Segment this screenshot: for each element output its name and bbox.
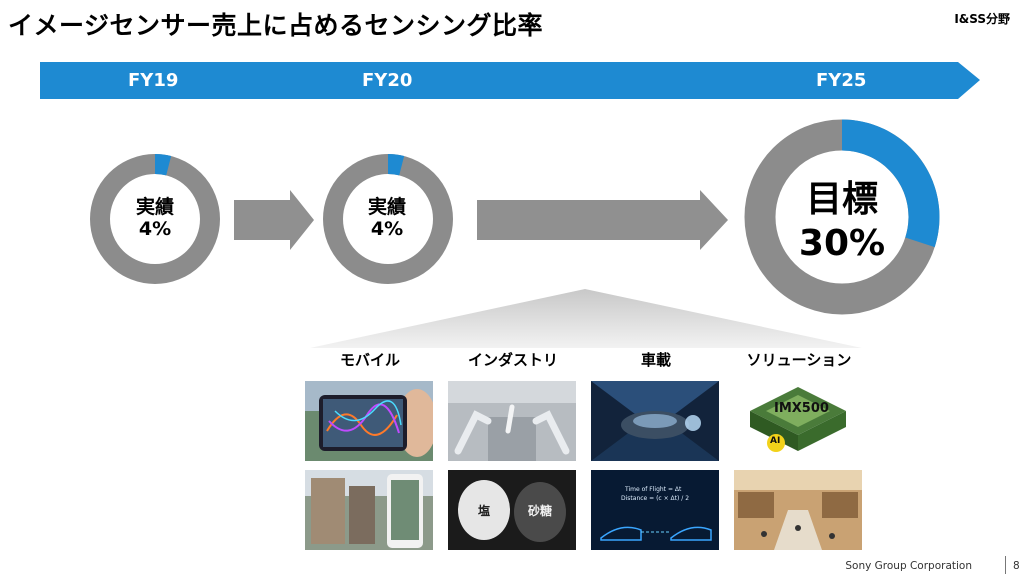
donut-fy20-caption: 実績 bbox=[367, 196, 406, 218]
category-solution: ソリューション bbox=[746, 351, 852, 369]
shopping-mall-image bbox=[734, 470, 862, 550]
donut-fy25-center: 目標 30% bbox=[772, 178, 912, 266]
footer-divider bbox=[1005, 556, 1006, 574]
expansion-fan bbox=[310, 289, 862, 348]
timeline-arrow bbox=[40, 62, 980, 99]
fy20-label: FY20 bbox=[362, 70, 413, 91]
smartphone-ar-image bbox=[305, 381, 433, 461]
page-title: イメージセンサー売上に占めるセンシング比率 bbox=[8, 11, 544, 40]
donut-fy20 bbox=[323, 154, 453, 284]
tof-line-2: Distance = (c × Δt) / 2 bbox=[621, 495, 690, 502]
category-mobile: モバイル bbox=[339, 351, 400, 369]
donut-fy25 bbox=[744, 119, 940, 315]
category-automotive: 車載 bbox=[640, 351, 671, 369]
donut-ring-sensing-share bbox=[154, 154, 172, 176]
fy25-label: FY25 bbox=[816, 70, 867, 91]
donut-fy19 bbox=[90, 154, 220, 284]
factory-robot-arms-image bbox=[448, 381, 576, 461]
division-label: I&SS分野 bbox=[954, 12, 1010, 26]
category-industry: インダストリ bbox=[467, 351, 558, 369]
sugar-salt-inspection-image: 塩 砂糖 bbox=[448, 470, 576, 550]
donut-ring-sensing-share bbox=[841, 119, 940, 248]
donut-fy20-center: 実績 4% bbox=[352, 196, 422, 241]
time-of-flight-image: Time of Flight = Δt Distance = (c × Δt) … bbox=[591, 470, 719, 550]
donut-fy19-value: 4% bbox=[138, 217, 172, 240]
donut-fy19-caption: 実績 bbox=[135, 196, 174, 218]
tof-line-1: Time of Flight = Δt bbox=[625, 486, 682, 493]
street-navigation-phone-image bbox=[305, 470, 433, 550]
donut-ring-sensing-share bbox=[387, 154, 405, 176]
chip-model-text: IMX500 bbox=[774, 401, 829, 416]
page-number: 8 bbox=[1013, 560, 1020, 572]
arrow-fy20-to-fy25 bbox=[477, 190, 728, 250]
footer-company: Sony Group Corporation bbox=[845, 560, 972, 572]
fy19-label: FY19 bbox=[128, 70, 179, 91]
imx500-chip-image: IMX500 AI bbox=[734, 381, 862, 461]
donut-fy25-caption: 目標 bbox=[805, 179, 878, 220]
arrow-fy19-to-fy20 bbox=[234, 190, 314, 250]
sugar-label: 砂糖 bbox=[528, 504, 553, 518]
donut-fy20-value: 4% bbox=[370, 217, 404, 240]
car-tunnel-image bbox=[591, 381, 719, 461]
donut-fy19-center: 実績 4% bbox=[120, 196, 190, 241]
ai-badge-text: AI bbox=[770, 436, 781, 446]
salt-label: 塩 bbox=[478, 504, 491, 518]
donut-fy25-value: 30% bbox=[798, 222, 886, 264]
